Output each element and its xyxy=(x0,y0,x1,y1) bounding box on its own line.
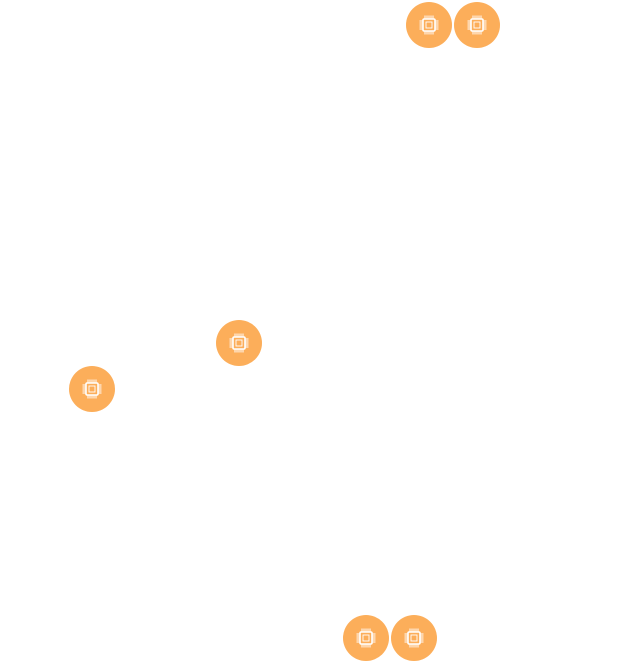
chip-marker[interactable] xyxy=(406,2,452,48)
cpu-chip-icon xyxy=(404,628,424,648)
chip-marker[interactable] xyxy=(343,615,389,661)
chip-marker[interactable] xyxy=(69,366,115,412)
chip-marker[interactable] xyxy=(454,2,500,48)
chip-marker[interactable] xyxy=(216,320,262,366)
cpu-chip-icon xyxy=(356,628,376,648)
cpu-chip-icon xyxy=(82,379,102,399)
chip-marker[interactable] xyxy=(391,615,437,661)
cpu-chip-icon xyxy=(229,333,249,353)
cpu-chip-icon xyxy=(419,15,439,35)
cpu-chip-icon xyxy=(467,15,487,35)
